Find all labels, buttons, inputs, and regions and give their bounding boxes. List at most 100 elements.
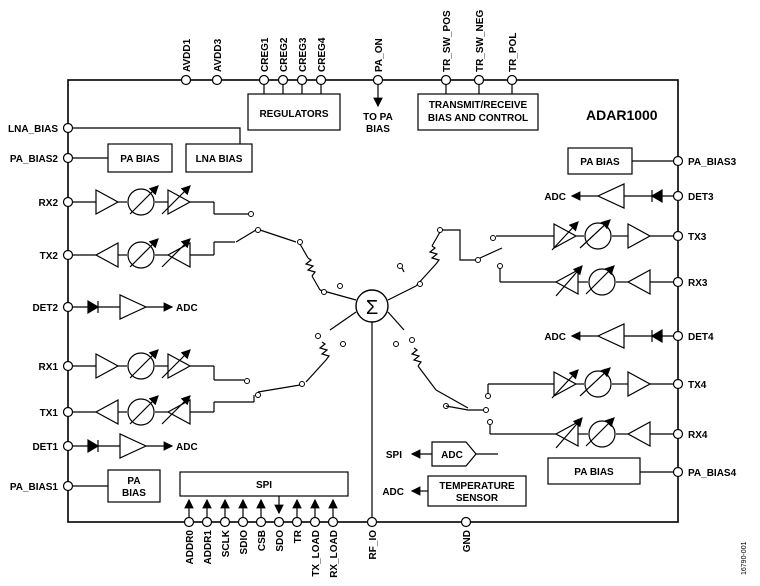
label-tr: TR [293, 529, 304, 543]
lna-bias-label: LNA BIAS [196, 154, 243, 165]
rx4-chain [489, 420, 673, 448]
pin-tr-sw-neg[interactable] [473, 74, 485, 86]
pin-addr0[interactable] [183, 516, 195, 528]
label-gnd: GND [462, 530, 473, 552]
pa-bias3-block [567, 147, 633, 175]
label-tx2: TX2 [40, 251, 59, 262]
pin-lna-bias[interactable] [62, 122, 74, 134]
figure-id: 16790-001 [741, 541, 748, 575]
pin-rx3[interactable] [672, 276, 684, 288]
temp-line2: SENSOR [456, 493, 499, 504]
spi-block-label: SPI [256, 480, 272, 491]
pin-avdd1[interactable] [180, 74, 192, 86]
adc-det1-label: ADC [176, 442, 198, 453]
pin-creg4[interactable] [315, 74, 327, 86]
pa-bias4-label: PA BIAS [574, 467, 614, 478]
pin-tr-sw-pos[interactable] [440, 74, 452, 86]
pin-rx4[interactable] [672, 428, 684, 440]
temperature-sensor-block [427, 475, 527, 507]
label-addr1: ADDR1 [203, 530, 214, 565]
det4-chain [596, 323, 673, 349]
sigma-symbol: Σ [366, 297, 378, 319]
summing-node [355, 289, 389, 323]
rx3-chain [499, 268, 673, 296]
pin-sdo[interactable] [273, 516, 285, 528]
det3-chain [596, 183, 673, 209]
top-pins [180, 74, 518, 86]
tx2-chain [73, 241, 235, 269]
adc-block-label: ADC [441, 450, 463, 461]
spi-block [179, 471, 349, 497]
combiner-network [299, 231, 469, 517]
label-pa-bias1: PA_BIAS1 [10, 482, 59, 493]
tx3-chain [496, 222, 673, 250]
pin-creg1[interactable] [258, 74, 270, 86]
pin-tx3[interactable] [672, 230, 684, 242]
label-pa-bias4: PA_BIAS4 [688, 468, 737, 479]
pin-pa-bias1[interactable] [62, 480, 74, 492]
label-creg4: CREG4 [317, 37, 328, 72]
pin-rx1[interactable] [62, 360, 74, 372]
label-tr-pol: TR_POL [508, 33, 519, 72]
pin-tr[interactable] [291, 516, 303, 528]
label-addr0: ADDR0 [185, 530, 196, 565]
pin-tx2[interactable] [62, 249, 74, 261]
label-rx1: RX1 [39, 362, 59, 373]
pin-pa-on[interactable] [372, 74, 384, 86]
pin-creg3[interactable] [296, 74, 308, 86]
tx1-chain [73, 398, 254, 426]
pin-pa-bias2[interactable] [62, 152, 74, 164]
pin-sdio[interactable] [237, 516, 249, 528]
trx-block-line2: BIAS AND CONTROL [428, 113, 528, 124]
label-pa-on: PA_ON [374, 38, 385, 72]
adc-block [431, 441, 477, 467]
pin-gnd[interactable] [460, 516, 472, 528]
left-pins [62, 122, 74, 492]
pin-det1[interactable] [62, 440, 74, 452]
label-det3: DET3 [688, 192, 714, 203]
det1-chain [73, 433, 148, 459]
pin-tx4[interactable] [672, 378, 684, 390]
pin-det3[interactable] [672, 190, 684, 202]
label-avdd3: AVDD3 [213, 38, 224, 72]
pin-rx2[interactable] [62, 196, 74, 208]
pin-creg2[interactable] [277, 74, 289, 86]
adc-det3-label: ADC [544, 192, 566, 203]
pin-rx-load[interactable] [327, 516, 339, 528]
pin-det2[interactable] [62, 301, 74, 313]
pa-bias2-label: PA BIAS [120, 154, 160, 165]
pin-det4[interactable] [672, 330, 684, 342]
label-sdio: SDIO [239, 530, 250, 555]
rx1-chain [73, 352, 244, 381]
rx2-chain [73, 188, 248, 216]
pin-pa-bias3[interactable] [672, 155, 684, 167]
pin-pa-bias4[interactable] [672, 466, 684, 478]
chip-title: ADAR1000 [586, 107, 658, 123]
pa-bias1-line1: PA [127, 476, 140, 487]
label-rx2: RX2 [39, 198, 59, 209]
trx-bias-control-block [417, 93, 539, 131]
pin-csb[interactable] [255, 516, 267, 528]
det2-chain [73, 294, 148, 320]
label-rx3: RX3 [688, 278, 708, 289]
pin-sclk[interactable] [219, 516, 231, 528]
spi-connections [184, 496, 338, 517]
label-creg2: CREG2 [279, 37, 290, 72]
pin-tx-load[interactable] [309, 516, 321, 528]
pin-rf-io[interactable] [366, 516, 378, 528]
to-pa-bias-line2: BIAS [366, 124, 390, 135]
pin-tr-pol[interactable] [506, 74, 518, 86]
pa-bias1-line2: BIAS [122, 488, 146, 499]
lna-bias-block [185, 143, 253, 173]
label-tx4: TX4 [688, 380, 707, 391]
label-det2: DET2 [32, 303, 58, 314]
temp-line1: TEMPERATURE [439, 481, 515, 492]
label-tr-sw-pos: TR_SW_POS [442, 10, 453, 72]
label-det4: DET4 [688, 332, 714, 343]
to-pa-bias-line1: TO PA [363, 112, 393, 123]
pin-avdd3[interactable] [211, 74, 223, 86]
pin-addr1[interactable] [201, 516, 213, 528]
pin-tx1[interactable] [62, 406, 74, 418]
pa-bias1-block [107, 469, 161, 503]
